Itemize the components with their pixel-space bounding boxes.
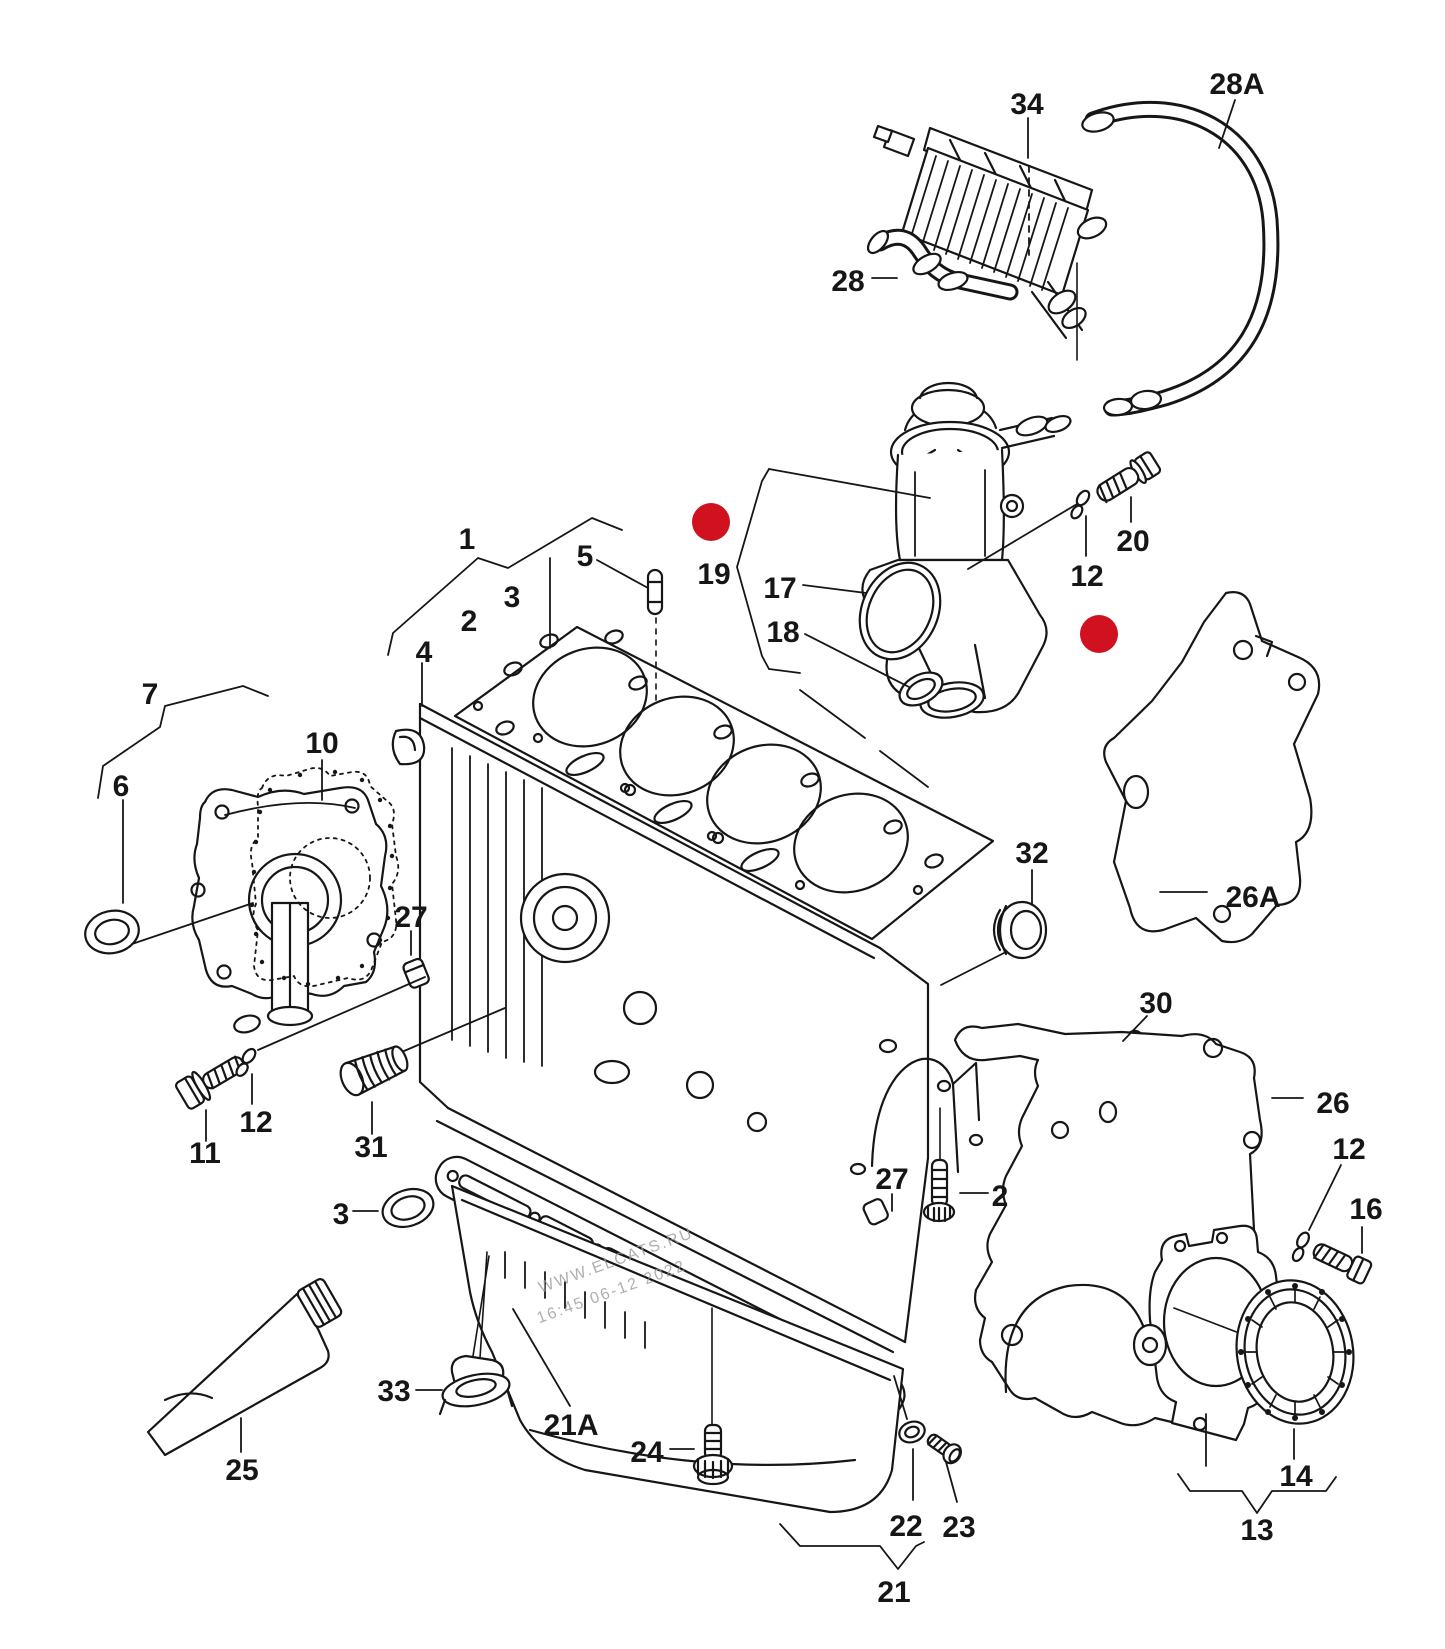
callout-33-label: 33: [377, 1375, 410, 1408]
securing-pin-12-upper: [1070, 489, 1091, 520]
callout-12-label: 12: [1332, 1133, 1365, 1166]
gasket-bolt-holes: [472, 629, 944, 896]
callout-18-label: 18: [766, 616, 799, 649]
leader-lines: [97, 99, 1363, 1570]
bolt-24: [692, 1307, 734, 1486]
dowel-pin-5: [646, 568, 664, 704]
callout-16-label: 16: [1349, 1193, 1382, 1226]
callout-26-label: 26: [1316, 1087, 1349, 1120]
cylinder-head-gasket: [453, 625, 995, 941]
callout-27-label: 27: [875, 1163, 908, 1196]
separator-ribs: [909, 155, 1069, 291]
callout-24-label: 24: [630, 1436, 664, 1469]
gasket-stipple-dots: [249, 769, 395, 987]
callout-12-label: 12: [239, 1106, 272, 1139]
engine-block: [418, 702, 984, 1354]
oil-separator-34: [872, 124, 1108, 340]
dowel-sleeve-27-left: [402, 957, 430, 989]
securing-pin-12-left: [235, 1047, 257, 1077]
callout-23-label: 23: [942, 1511, 975, 1544]
block-rear-arch: [849, 1038, 984, 1176]
callout-5-label: 5: [577, 540, 594, 573]
bracket-1-2-3-4: [387, 517, 623, 656]
securing-pin-12-right: [1291, 1231, 1310, 1263]
sealant-tube-25: [146, 1277, 343, 1457]
sealing-ring-3-lower: [381, 1187, 435, 1229]
tube-cap: [296, 1277, 343, 1328]
callout-6-label: 6: [113, 770, 130, 803]
sealing-cap-32: [992, 900, 1048, 960]
front-flange-gasket-10: [249, 767, 400, 988]
sender-wheel-seal-14: [1235, 1279, 1355, 1425]
callout-12-label: 12: [1070, 560, 1103, 593]
bracket-7: [97, 685, 269, 799]
pan-wall-ribs: [504, 1251, 646, 1349]
callout-10-label: 10: [305, 727, 338, 760]
callout-28A-label: 28A: [1209, 68, 1264, 101]
callout-7-label: 7: [142, 678, 159, 711]
crank-seal-bore: [519, 872, 611, 964]
callout-11-label: 11: [189, 1137, 221, 1170]
seal-ring-22: [898, 1420, 926, 1444]
callout-17-label: 17: [763, 572, 796, 605]
callout-2-label: 2: [992, 1180, 1009, 1213]
callout-labels: 1 5 3 2 4 7 6 10 19 17 18 12 20 28 34 28…: [113, 68, 1383, 1609]
intermediate-plate-26A: [1103, 591, 1321, 944]
callout-30-label: 30: [1139, 987, 1172, 1020]
callout-34-label: 34: [1010, 88, 1044, 121]
sender-wheel-holes: [1238, 1283, 1352, 1421]
callout-19-label: 19: [697, 558, 730, 591]
callout-27-label: 27: [394, 901, 427, 934]
callout-3-label: 3: [333, 1198, 350, 1231]
bolt-11: [174, 1055, 246, 1110]
part-hotspot-marker[interactable]: [1080, 615, 1118, 653]
bracket-13: [1177, 1473, 1337, 1514]
o-ring-17: [858, 561, 942, 661]
bolt-16: [1312, 1243, 1373, 1285]
crankshaft-seal-6: [84, 909, 140, 955]
gasket-18: [898, 671, 944, 707]
callout-26A-label: 26A: [1225, 881, 1280, 914]
bracket-19: [736, 468, 770, 670]
front-sealing-flange: [190, 786, 389, 1034]
callout-28-label: 28: [831, 265, 864, 298]
breather-hose-28A: [1076, 100, 1280, 417]
bolt-23: [926, 1433, 963, 1465]
bolt-2-lower: [922, 1107, 956, 1223]
dowel-sleeve-27-lower: [862, 1198, 889, 1226]
diagram-artwork: WWW.ELCATS.RU 16:45 06-12 2022 1 5 3 2 4…: [84, 68, 1383, 1609]
callout-13-label: 13: [1240, 1514, 1273, 1547]
callout-20-label: 20: [1116, 525, 1149, 558]
oil-level-sensor-33: [438, 1251, 514, 1416]
callout-32-label: 32: [1015, 837, 1048, 870]
bolt-20: [1096, 451, 1162, 504]
callout-2-label: 2: [461, 605, 478, 638]
callout-1-label: 1: [459, 523, 476, 556]
callout-22-label: 22: [889, 1510, 922, 1543]
callout-3-label: 3: [504, 581, 521, 614]
bracket-21: [779, 1523, 925, 1570]
callout-31-label: 31: [354, 1131, 387, 1164]
callout-21-label: 21: [877, 1576, 910, 1609]
threaded-plug-31: [339, 1045, 409, 1097]
callout-14-label: 14: [1279, 1460, 1313, 1493]
callout-21A-label: 21A: [543, 1409, 598, 1442]
oil-separator-housing-19: [861, 381, 1072, 719]
part-hotspot-marker[interactable]: [692, 503, 730, 541]
callout-25-label: 25: [225, 1454, 258, 1487]
breather-hose-28: [866, 228, 1019, 301]
sealing-cap-4: [391, 728, 426, 766]
sender-wheel-teeth: [1244, 1288, 1346, 1416]
callout-4-label: 4: [416, 636, 433, 669]
